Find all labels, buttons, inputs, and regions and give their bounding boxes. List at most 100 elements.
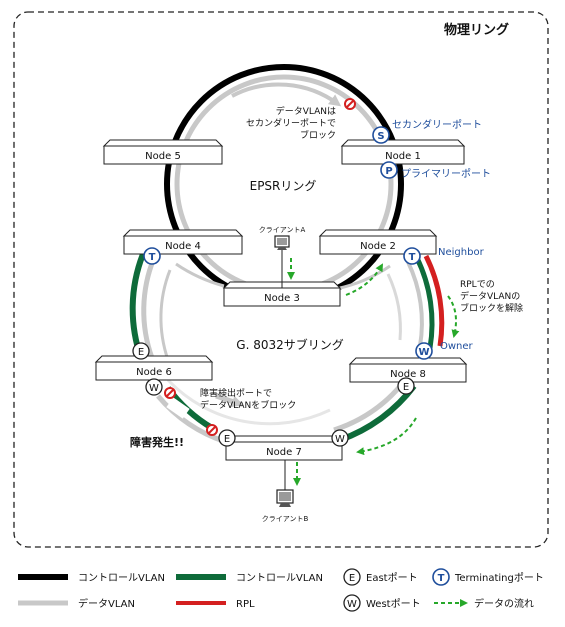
port-w-node6[interactable]: W: [145, 378, 163, 396]
epsr-block-note-1: データVLANは: [276, 105, 336, 117]
node-6-label: Node 6: [136, 367, 172, 378]
block-icon-epsr-slash: [346, 100, 354, 108]
node-7-box: [225, 441, 343, 461]
primary-port-letter: P: [385, 166, 392, 177]
legend-west-port-icon: [343, 594, 361, 612]
node-4-box-top: [122, 229, 244, 237]
legend-control-vlan-g8032-label: コントロールVLAN: [236, 573, 323, 584]
node-6[interactable]: Node 6: [94, 355, 214, 381]
port-t-node2[interactable]: T: [403, 247, 421, 265]
legend-west-port-letter: W: [347, 599, 357, 610]
port-e-node7[interactable]: E: [218, 429, 236, 447]
subring-control-vlan-lower-right: [338, 384, 417, 443]
node-8-label: Node 8: [390, 369, 426, 380]
rpl-unblock-note-3: ブロックを解除: [460, 302, 523, 314]
legend-terminating-port-icon: [432, 568, 450, 586]
port-w-node7[interactable]: W: [331, 429, 349, 447]
owner-label: Owner: [440, 341, 474, 352]
owner-west-port-letter: W: [418, 347, 429, 358]
west-port-node7-icon: [331, 429, 349, 447]
port-p-primary[interactable]: P: [380, 161, 398, 179]
node-7[interactable]: Node 7: [224, 435, 344, 461]
terminating-port-node4-icon: [143, 247, 161, 265]
node-6-box-top: [94, 355, 214, 363]
primary-port-label: プライマリーポート: [401, 168, 491, 180]
subring-data-vlan-left: [141, 257, 157, 359]
client-b-screen: [279, 492, 291, 501]
primary-port-badge-icon: [380, 161, 398, 179]
port-e-node8[interactable]: E: [397, 377, 415, 395]
legend-east-port-label: Eastポート: [366, 572, 418, 584]
east-port-node6-letter: E: [138, 347, 144, 358]
subring-data-vlan-lower-right: [333, 382, 404, 433]
client-a[interactable]: クライアントA: [259, 226, 306, 288]
epsr-ring-label: EPSRリング: [250, 179, 317, 193]
node-1-box-top: [340, 139, 466, 147]
secondary-port-badge-icon: [372, 126, 390, 144]
owner-west-port-icon: [415, 342, 433, 360]
physical-ring-frame: [13, 11, 549, 548]
node-1-box: [341, 145, 465, 165]
east-port-node8-letter: E: [403, 382, 409, 393]
port-w-owner[interactable]: W: [415, 342, 433, 360]
node-4[interactable]: Node 4: [122, 229, 244, 255]
terminating-port-node4-letter: T: [149, 252, 156, 263]
node-5-box-top: [102, 139, 224, 147]
client-b-label: クライアントB: [262, 515, 309, 523]
rpl-line: [423, 254, 445, 347]
legend-rpl-label: RPL: [236, 599, 255, 610]
block-icon-node6-slash: [166, 389, 174, 397]
subring-control-vlan-right: [414, 256, 435, 349]
terminating-port-node2-icon: [403, 247, 421, 265]
client-b-stand: [279, 503, 291, 507]
legend-terminating-port-label: Terminatingポート: [454, 572, 544, 584]
subring-inner-arc: [166, 378, 331, 426]
node-1-label: Node 1: [385, 151, 421, 162]
epsr-data-flow-arrow: [231, 82, 342, 107]
epsr-block-note-2: セカンダリーポートで: [246, 117, 336, 129]
fault-block-note-2: データVLANをブロック: [200, 399, 296, 411]
port-s-secondary[interactable]: S: [372, 126, 390, 144]
node-2-box-top: [318, 229, 438, 237]
block-icon-node7-slash: [208, 426, 216, 434]
flow-node8-to-node7: [356, 417, 417, 456]
node-3-label: Node 3: [264, 293, 300, 304]
fault-data-arrow: [215, 393, 244, 408]
secondary-port-label: セカンダリーポート: [392, 118, 482, 131]
port-t-node4[interactable]: T: [143, 247, 161, 265]
port-e-node6[interactable]: E: [132, 342, 150, 360]
failure-gap: [166, 397, 190, 419]
node-5-box: [103, 145, 223, 165]
flow-node3-to-node2: [345, 263, 383, 296]
data-flow-arrows: [287, 258, 460, 486]
client-a-stand: [277, 247, 287, 250]
legend-east-port-icon: [343, 568, 361, 586]
node-8[interactable]: Node 8: [348, 357, 468, 383]
terminating-port-node2-letter: T: [409, 252, 416, 263]
west-port-node6-letter: W: [149, 383, 159, 394]
block-icon-node7: [206, 424, 218, 436]
node-2-label: Node 2: [360, 241, 396, 252]
node-8-box-top: [348, 357, 468, 365]
fault-block-note-1: 障害検出ポートで: [200, 387, 272, 399]
east-port-node7-letter: E: [224, 434, 230, 445]
rpl-unblock-note-2: データVLANの: [460, 290, 520, 302]
subring-inner-data-left: [159, 269, 172, 361]
secondary-port-letter: S: [377, 131, 384, 142]
legend-data-flow-label: データの流れ: [474, 597, 534, 610]
block-icon-node6: [164, 387, 176, 399]
node-7-box-top: [224, 435, 344, 443]
node3-link-left: [175, 262, 225, 288]
node-5-label: Node 5: [145, 151, 181, 162]
node-5[interactable]: Node 5: [102, 139, 224, 165]
legend-east-port-letter: E: [349, 573, 355, 584]
client-b[interactable]: クライアントB: [262, 460, 309, 523]
node-1[interactable]: Node 1: [340, 139, 466, 165]
west-port-node6-icon: [145, 378, 163, 396]
failure-label: 障害発生!!: [130, 435, 184, 449]
west-port-node7-letter: W: [335, 434, 345, 445]
legend-west-port-label: Westポート: [366, 598, 421, 610]
legend: コントロールVLAN コントロールVLAN E Eastポート T Termin…: [18, 568, 544, 612]
east-port-node6-icon: [132, 342, 150, 360]
